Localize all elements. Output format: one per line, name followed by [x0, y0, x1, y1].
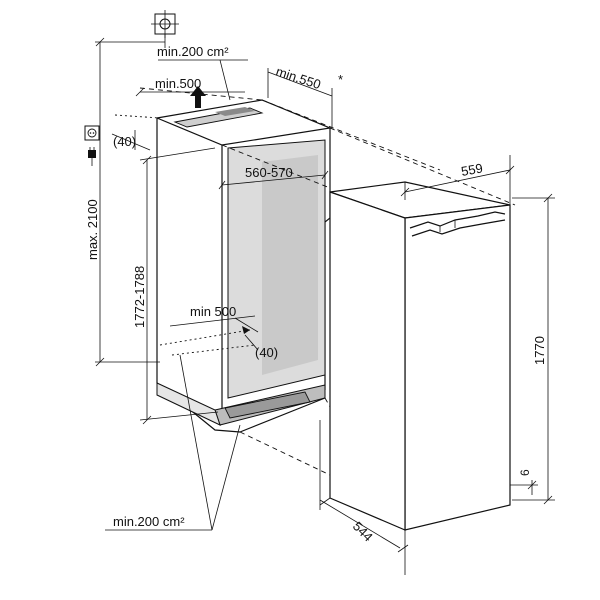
label-niche-height: 1772-1788 — [132, 266, 147, 328]
appliance — [329, 181, 511, 531]
socket-icon — [84, 125, 100, 141]
label-niche-width: 560-570 — [245, 165, 293, 180]
dim-appliance-width: 559 — [400, 155, 515, 205]
bottom-vent-grille — [224, 391, 311, 419]
label-setback-bottom: (40) — [255, 345, 278, 360]
label-top-depth: min.500 — [155, 76, 201, 91]
dim-niche-width: 560-570 — [218, 165, 329, 190]
dim-niche-height: 1772-1788 — [132, 147, 219, 425]
construction-lines — [114, 87, 516, 531]
label-appliance-width: 559 — [460, 160, 484, 179]
label-appliance-height: 1770 — [532, 336, 547, 365]
dim-top-depth: min.500 — [135, 76, 245, 97]
label-niche-depth-star: * — [338, 72, 343, 87]
dim-setback-top: (40) — [111, 130, 151, 151]
appliance-side — [329, 191, 406, 531]
airflow-arrow-icon — [190, 86, 206, 108]
label-max-height: max. 2100 — [85, 199, 100, 260]
plug-icon — [88, 147, 96, 166]
dim-plinth-gap: 6 — [510, 469, 538, 495]
appliance-door — [404, 204, 511, 531]
label-top-vent: min.200 cm² — [157, 44, 229, 59]
dim-max-height: max. 2100 — [85, 37, 165, 367]
dim-appliance-height: 1770 — [512, 193, 555, 505]
label-niche-depth: min.550 — [274, 64, 323, 93]
label-plinth-gap: 6 — [518, 469, 532, 476]
label-bottom-vent: min.200 cm² — [113, 514, 185, 529]
dim-setback-bottom: (40) — [244, 334, 278, 360]
dim-bottom-depth: min 500 — [169, 304, 259, 334]
center-mark-icon — [151, 10, 179, 38]
label-appliance-depth: 544 — [350, 519, 376, 545]
label-setback-top: (40) — [113, 134, 136, 149]
dim-bottom-vent: min.200 cm² — [105, 354, 241, 531]
niche-cabinet — [156, 99, 333, 433]
label-bottom-depth: min 500 — [190, 304, 236, 319]
